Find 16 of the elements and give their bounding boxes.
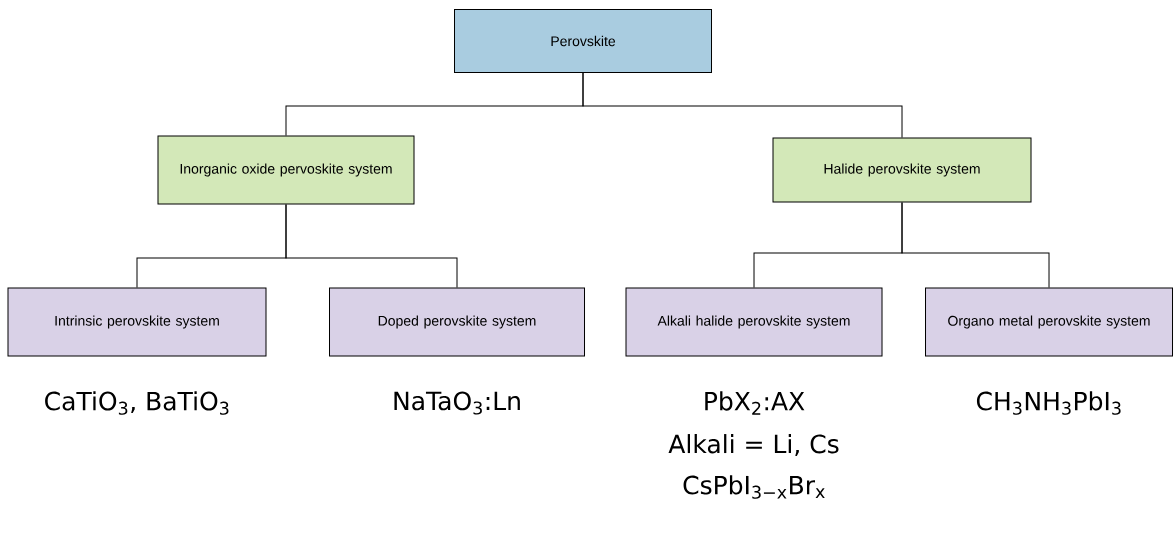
formula-text: CH$_{3}$NH$_{3}$PbI$_{3}$: [976, 391, 1121, 415]
category-box: Inorganic oxide pervoskite system: [157, 135, 415, 205]
subcategory-box: Doped perovskite system: [329, 287, 585, 357]
formula-text: CsPbI$_{3−x}$Br$_{x}$: [683, 475, 825, 499]
connector-line: [285, 204, 458, 288]
formula-text: NaTaO$_{3}$:Ln: [394, 391, 520, 415]
subcategory-box: Organo metal perovskite system: [925, 287, 1173, 357]
subcategory-box: Alkali halide perovskite system: [625, 287, 883, 357]
connector-line: [901, 202, 1050, 288]
connector-line: [582, 72, 903, 138]
category-box: Halide perovskite system: [772, 137, 1032, 203]
root-box: Perovskite: [454, 9, 712, 73]
subcategory-box: Intrinsic perovskite system: [7, 287, 267, 357]
formula-text: PbX$_{2}$:AX: [705, 391, 805, 415]
formula-text: CaTiO$_{3}$, BaTiO$_{3}$: [45, 391, 229, 415]
formula-text: Alkali = Li, Cs: [668, 434, 839, 456]
